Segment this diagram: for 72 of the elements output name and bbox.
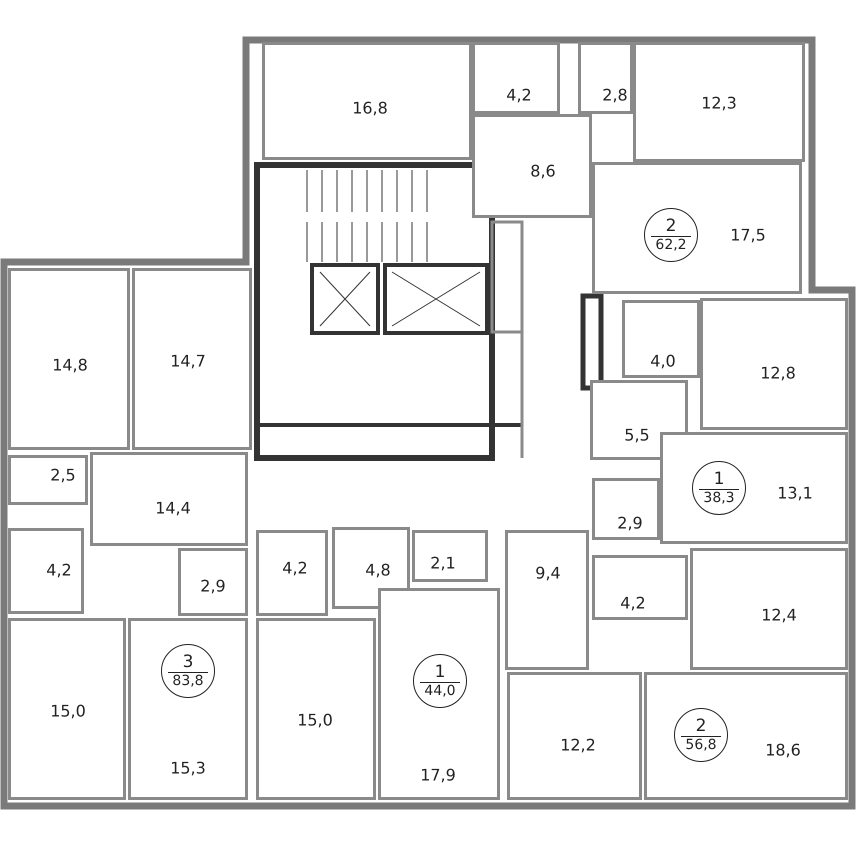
area-label: 14,7 bbox=[170, 352, 206, 370]
room bbox=[622, 300, 700, 378]
room bbox=[8, 268, 130, 450]
area-label: 2,9 bbox=[617, 514, 643, 532]
area-label: 17,9 bbox=[420, 766, 456, 784]
area-label: 4,2 bbox=[46, 560, 72, 580]
room bbox=[378, 588, 500, 800]
area-label: 12,2 bbox=[560, 736, 596, 754]
area-label: 5,5 bbox=[624, 426, 650, 444]
area-label: 12,8 bbox=[760, 364, 796, 382]
room bbox=[592, 555, 688, 620]
room bbox=[256, 530, 328, 616]
room bbox=[644, 672, 848, 800]
area-label: 18,6 bbox=[765, 740, 801, 760]
room bbox=[700, 298, 848, 430]
area-label: 4,2 bbox=[506, 86, 532, 104]
area-label: 9,4 bbox=[535, 564, 561, 582]
apartment-area: 56,8 bbox=[681, 736, 721, 754]
room bbox=[8, 618, 126, 800]
apartment-badge bbox=[692, 461, 746, 515]
room bbox=[128, 618, 248, 800]
room bbox=[505, 530, 589, 670]
room bbox=[690, 548, 848, 670]
room bbox=[472, 114, 592, 218]
area-label: 16,8 bbox=[352, 98, 388, 118]
apartment-badge bbox=[674, 708, 728, 762]
room bbox=[178, 548, 248, 616]
area-label: 17,5 bbox=[730, 226, 766, 244]
area-label: 2,1 bbox=[430, 554, 456, 572]
area-label: 12,4 bbox=[761, 606, 797, 624]
room bbox=[412, 530, 488, 582]
room bbox=[660, 432, 848, 544]
area-label: 4,0 bbox=[650, 352, 676, 370]
apartment-number: 1 bbox=[714, 470, 724, 488]
area-label: 14,4 bbox=[155, 498, 191, 518]
room bbox=[590, 380, 688, 460]
room bbox=[592, 478, 660, 540]
apartment-badge bbox=[413, 654, 467, 708]
area-label: 8,6 bbox=[530, 162, 556, 180]
apartment-area: 62,2 bbox=[651, 236, 691, 254]
area-label: 12,3 bbox=[701, 94, 737, 112]
apartment-number: 3 bbox=[182, 652, 194, 672]
area-label: 15,3 bbox=[170, 758, 206, 778]
apartment-area: 83,8 bbox=[168, 672, 208, 690]
area-label: 15,0 bbox=[50, 702, 86, 720]
room bbox=[578, 42, 633, 114]
apartment-area: 38,3 bbox=[699, 488, 739, 506]
apartment-badge bbox=[161, 644, 215, 698]
room bbox=[262, 42, 472, 160]
room bbox=[472, 42, 560, 114]
area-label: 4,8 bbox=[365, 560, 391, 580]
area-label: 15,0 bbox=[297, 710, 333, 730]
room bbox=[633, 42, 805, 162]
area-label: 13,1 bbox=[777, 484, 813, 502]
area-label: 2,5 bbox=[50, 466, 76, 484]
apartment-number: 2 bbox=[696, 716, 706, 736]
area-label: 2,9 bbox=[200, 576, 226, 596]
apartment-number: 2 bbox=[666, 216, 676, 236]
room bbox=[256, 618, 376, 800]
room bbox=[592, 162, 802, 294]
room bbox=[507, 672, 642, 800]
area-label: 14,8 bbox=[52, 356, 88, 374]
apartment-number: 1 bbox=[434, 662, 446, 682]
room bbox=[132, 268, 252, 450]
area-label: 2,8 bbox=[602, 86, 628, 104]
area-label: 4,2 bbox=[620, 594, 646, 612]
apartment-badge bbox=[644, 208, 698, 262]
apartment-area: 44,0 bbox=[420, 682, 460, 700]
room bbox=[8, 528, 84, 614]
area-label: 4,2 bbox=[282, 558, 308, 578]
room bbox=[8, 455, 88, 505]
room bbox=[90, 452, 248, 546]
